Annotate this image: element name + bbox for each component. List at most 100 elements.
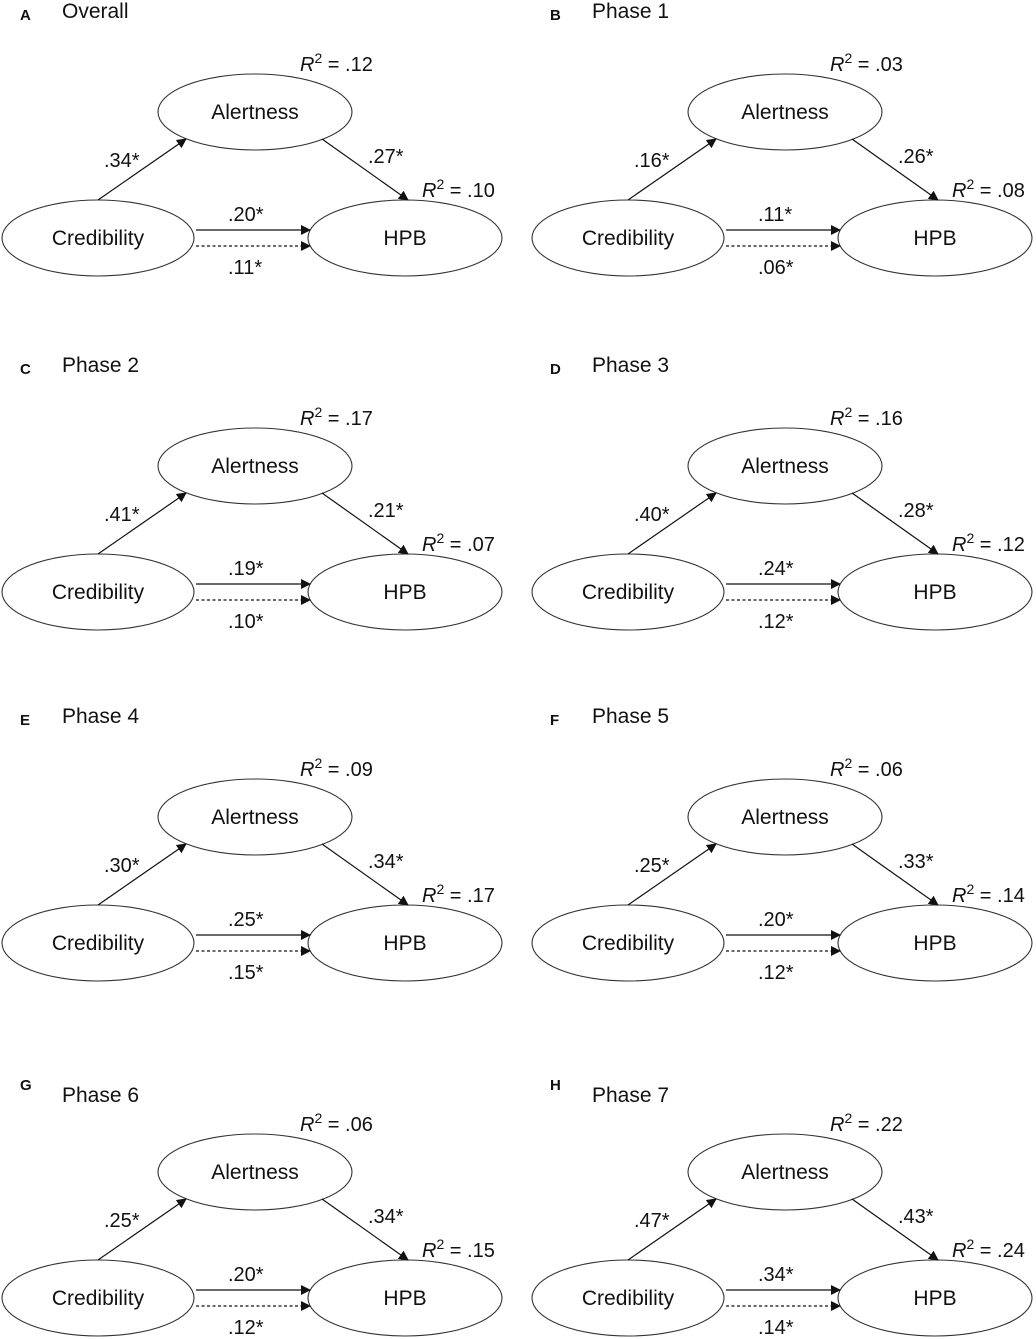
r2-superscript: 2 xyxy=(844,1110,852,1126)
r2-symbol: R xyxy=(300,1114,314,1136)
equals-sign: = xyxy=(852,54,875,76)
equals-sign: = xyxy=(444,1240,467,1262)
alertness-label: Alertness xyxy=(211,455,299,478)
r2-superscript: 2 xyxy=(966,176,974,192)
alertness-node xyxy=(157,1133,353,1211)
b-path-coefficient: .27* xyxy=(368,146,404,168)
direct-effect-coefficient: .11* xyxy=(758,204,792,226)
r2-value: .17 xyxy=(345,408,373,430)
a-path-arrow xyxy=(627,843,717,906)
panel-title: Overall xyxy=(62,0,129,23)
b-path-coefficient: .21* xyxy=(368,500,404,522)
direct-effect-coefficient: .19* xyxy=(228,558,264,580)
hpb-r2: R2 = .07 xyxy=(422,530,495,556)
a-path-coefficient: .25* xyxy=(104,1210,140,1232)
alertness-r2: R2 = .06 xyxy=(830,755,903,781)
equals-sign: = xyxy=(852,759,875,781)
r2-superscript: 2 xyxy=(314,404,322,420)
r2-symbol: R xyxy=(300,408,314,430)
credibility-label: Credibility xyxy=(52,1287,145,1310)
direct-effect-coefficient: .20* xyxy=(228,204,264,226)
equals-sign: = xyxy=(444,534,467,556)
alertness-r2: R2 = .16 xyxy=(830,404,903,430)
a-path-coefficient: .30* xyxy=(104,855,140,877)
alertness-label: Alertness xyxy=(741,1161,829,1184)
a-path-arrow xyxy=(627,1198,717,1261)
alertness-node xyxy=(687,778,883,856)
b-path-arrow xyxy=(321,1198,409,1261)
panel-letter: A xyxy=(20,7,31,24)
hpb-label: HPB xyxy=(913,932,956,955)
alertness-node xyxy=(687,1133,883,1211)
a-path-coefficient: .16* xyxy=(634,150,670,172)
a-path-arrow xyxy=(97,492,187,555)
panel-letter: C xyxy=(20,361,31,378)
a-path-arrow xyxy=(97,843,187,906)
alertness-node xyxy=(157,73,353,151)
b-path-coefficient: .43* xyxy=(898,1206,934,1228)
a-path-coefficient: .41* xyxy=(104,504,140,526)
hpb-label: HPB xyxy=(383,581,426,604)
b-path-coefficient: .33* xyxy=(898,851,934,873)
alertness-r2: R2 = .12 xyxy=(300,50,373,76)
r2-symbol: R xyxy=(422,534,436,556)
equals-sign: = xyxy=(322,759,345,781)
alertness-node xyxy=(157,427,353,505)
credibility-label: Credibility xyxy=(52,227,145,250)
r2-superscript: 2 xyxy=(966,530,974,546)
hpb-r2: R2 = .17 xyxy=(422,881,495,907)
hpb-label: HPB xyxy=(383,932,426,955)
r2-superscript: 2 xyxy=(436,1236,444,1252)
credibility-label: Credibility xyxy=(52,581,145,604)
indirect-effect-coefficient: .14* xyxy=(758,1317,794,1339)
hpb-label: HPB xyxy=(383,227,426,250)
indirect-effect-coefficient: .12* xyxy=(758,962,794,984)
alertness-r2: R2 = .22 xyxy=(830,1110,903,1136)
indirect-effect-coefficient: .12* xyxy=(228,1317,264,1339)
a-path-coefficient: .47* xyxy=(634,1210,670,1232)
direct-effect-coefficient: .20* xyxy=(758,909,794,931)
r2-value: .14 xyxy=(997,885,1025,907)
r2-value: .06 xyxy=(875,759,903,781)
r2-value: .08 xyxy=(997,180,1025,202)
equals-sign: = xyxy=(322,408,345,430)
hpb-r2: R2 = .08 xyxy=(952,176,1025,202)
alertness-label: Alertness xyxy=(741,455,829,478)
equals-sign: = xyxy=(974,180,997,202)
panel-letter: F xyxy=(550,712,559,729)
r2-symbol: R xyxy=(830,759,844,781)
direct-effect-coefficient: .25* xyxy=(228,909,264,931)
r2-symbol: R xyxy=(300,759,314,781)
alertness-label: Alertness xyxy=(211,101,299,124)
b-path-arrow xyxy=(321,138,409,201)
alertness-label: Alertness xyxy=(211,806,299,829)
indirect-effect-coefficient: .11* xyxy=(228,257,262,279)
b-path-arrow xyxy=(851,138,939,201)
a-path-arrow xyxy=(627,138,717,201)
r2-superscript: 2 xyxy=(966,881,974,897)
r2-symbol: R xyxy=(300,54,314,76)
hpb-r2: R2 = .24 xyxy=(952,1236,1025,1262)
r2-symbol: R xyxy=(952,534,966,556)
r2-superscript: 2 xyxy=(314,1110,322,1126)
credibility-label: Credibility xyxy=(582,581,675,604)
indirect-effect-coefficient: .12* xyxy=(758,611,794,633)
r2-value: .16 xyxy=(875,408,903,430)
indirect-effect-coefficient: .10* xyxy=(228,611,264,633)
panel-title: Phase 1 xyxy=(592,0,669,23)
r2-value: .03 xyxy=(875,54,903,76)
r2-superscript: 2 xyxy=(844,50,852,66)
credibility-label: Credibility xyxy=(582,1287,675,1310)
r2-value: .22 xyxy=(875,1114,903,1136)
panel-title: Phase 6 xyxy=(62,1084,139,1107)
r2-symbol: R xyxy=(952,1240,966,1262)
a-path-arrow xyxy=(627,492,717,555)
r2-superscript: 2 xyxy=(436,881,444,897)
hpb-label: HPB xyxy=(913,227,956,250)
equals-sign: = xyxy=(852,408,875,430)
